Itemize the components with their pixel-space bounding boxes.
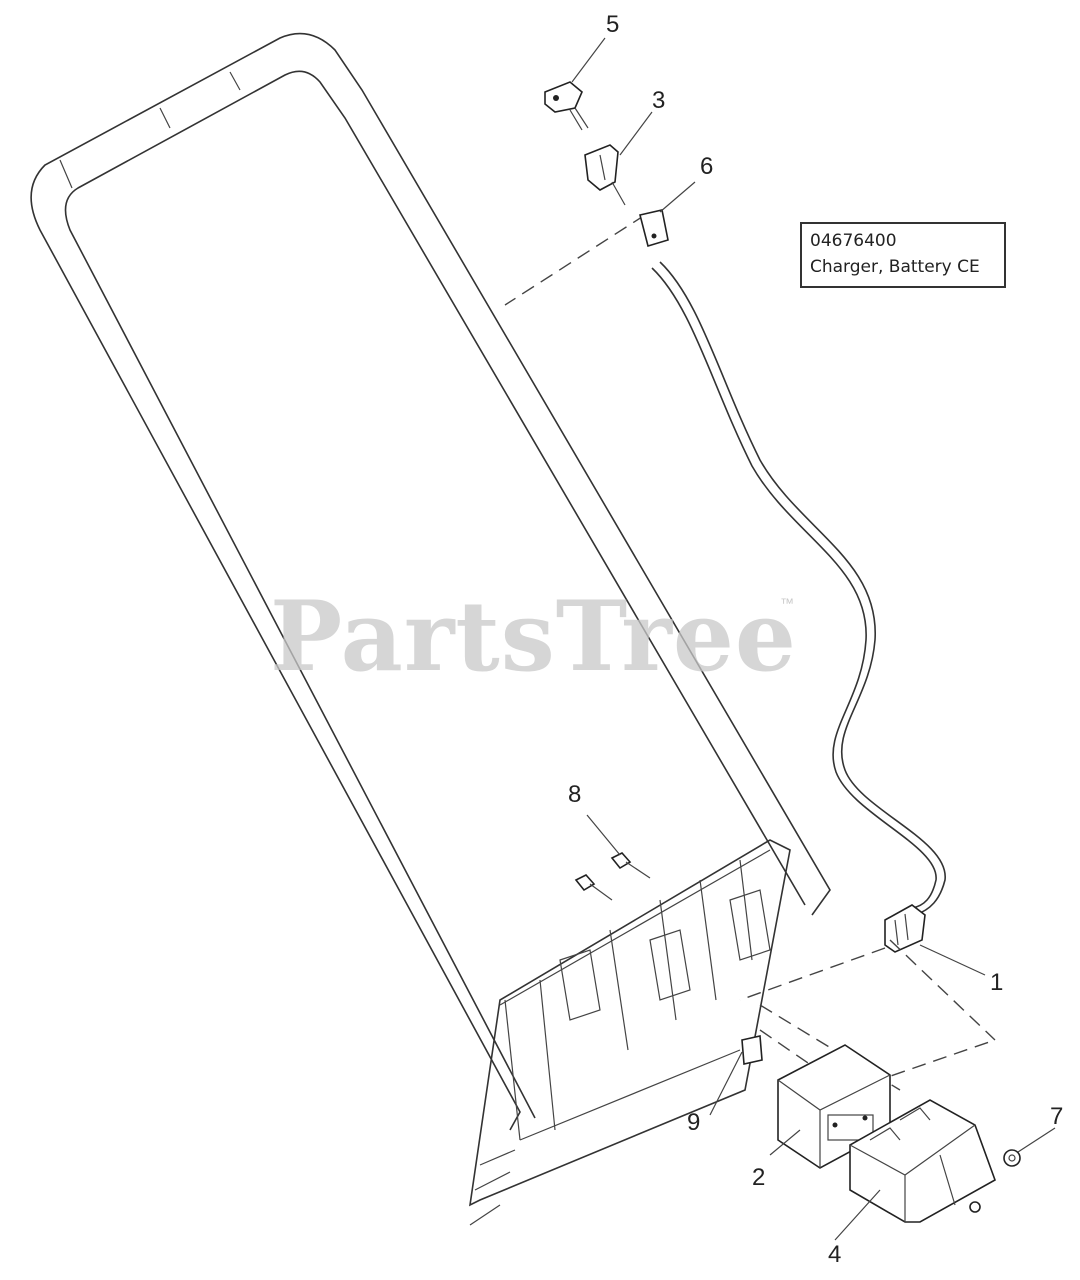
callout-1: 1 <box>990 969 1003 996</box>
bracket-part <box>639 209 669 248</box>
callout-9: 9 <box>687 1109 700 1136</box>
wire-harness <box>651 261 946 916</box>
connector-part <box>884 904 926 953</box>
handle-frame <box>30 32 831 1131</box>
battery-part <box>777 1044 891 1169</box>
alignment-line-key <box>504 214 646 306</box>
bolt-parts <box>574 852 651 901</box>
watermark-trademark: ™ <box>780 595 794 611</box>
leader-lines <box>571 37 1056 1241</box>
battery-holder-part <box>849 1099 996 1223</box>
callout-3: 3 <box>652 87 665 114</box>
key-part <box>544 81 589 131</box>
callout-4: 4 <box>828 1241 841 1268</box>
callout-7: 7 <box>1050 1103 1063 1130</box>
nut-part <box>1003 1149 1021 1167</box>
callout-2: 2 <box>752 1164 765 1191</box>
clip-part <box>741 1035 763 1065</box>
note-part-number: 04676400 <box>810 231 897 251</box>
callout-8: 8 <box>568 781 581 808</box>
callout-6: 6 <box>700 153 713 180</box>
key-switch-part <box>584 144 626 206</box>
deck-bracket <box>468 839 791 1226</box>
watermark-logo: PartsTree <box>270 580 797 693</box>
callout-5: 5 <box>606 11 619 38</box>
part-note-box: 04676400 Charger, Battery CE <box>800 222 1006 288</box>
note-description: Charger, Battery CE <box>810 257 980 277</box>
